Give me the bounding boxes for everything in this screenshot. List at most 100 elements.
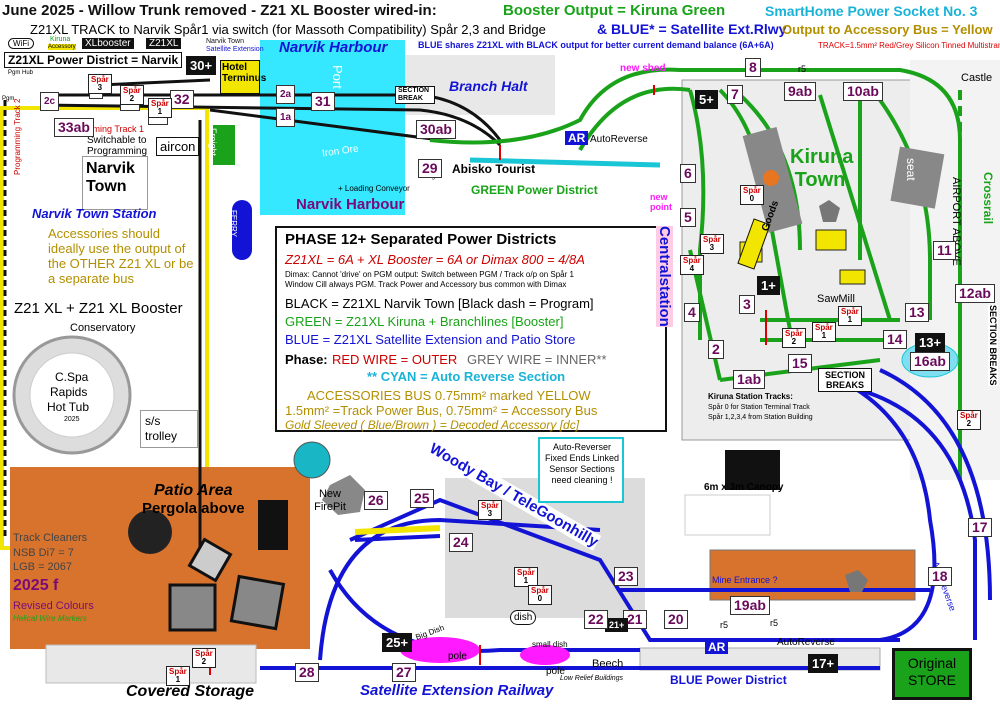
legend-box: PHASE 12+ Separated Power Districts Z21X… <box>275 226 667 432</box>
harbour-water <box>260 40 405 215</box>
section-5[interactable]: 5 <box>680 208 696 227</box>
ss-trolley-label: s/s trolley <box>145 414 178 443</box>
canopy-block <box>725 450 780 490</box>
section-18[interactable]: 18 <box>928 567 952 586</box>
section-32[interactable]: 32 <box>170 90 194 109</box>
section-6[interactable]: 6 <box>680 164 696 183</box>
section-28[interactable]: 28 <box>295 663 319 682</box>
accessory-small-label: Accessory <box>48 44 76 50</box>
airport-strip <box>910 60 1000 480</box>
section-27[interactable]: 27 <box>392 663 416 682</box>
section-17plus[interactable]: 17+ <box>808 654 839 673</box>
section-30plus[interactable]: 30+ <box>186 56 217 75</box>
section-15[interactable]: 15 <box>788 354 812 373</box>
dish-label: dish <box>510 610 537 625</box>
section-29[interactable]: 29 <box>418 159 442 178</box>
section-8[interactable]: 8 <box>745 58 761 77</box>
section-13plus[interactable]: 13+ <box>915 333 946 352</box>
kiruna-yellow-1 <box>815 229 847 251</box>
section-4[interactable]: 4 <box>684 303 700 322</box>
small-dish-label: small dish <box>532 640 568 649</box>
section-22[interactable]: 22 <box>584 610 608 629</box>
section-24[interactable]: 24 <box>449 533 473 552</box>
small-dish-shape <box>520 645 570 665</box>
section-12ab[interactable]: 12ab <box>955 284 995 303</box>
mine-entrance-label: Mine Entrance ? <box>712 575 778 585</box>
section-33ab[interactable]: 33ab <box>54 118 94 137</box>
covered-storage-label: Covered Storage <box>126 683 255 700</box>
section-14[interactable]: 14 <box>883 330 907 349</box>
legend-phase-red: RED WIRE = OUTER <box>332 352 458 367</box>
kiruna-hex <box>819 200 840 222</box>
section-25[interactable]: 25 <box>410 489 434 508</box>
section-9ab[interactable]: 9ab <box>784 82 817 101</box>
r5-label-1: r5 <box>720 620 729 630</box>
pgm-label: Pgm <box>2 96 15 102</box>
section-26[interactable]: 26 <box>364 491 388 510</box>
programming-track-2: Programming Track 2 <box>13 98 22 175</box>
legend-title: PHASE 12+ Separated Power Districts <box>285 231 557 248</box>
section-1ab[interactable]: 1ab <box>733 370 766 389</box>
castle-label: Castle <box>961 72 993 84</box>
narvik-harbour-title: Narvik Harbour <box>279 39 388 56</box>
z21xl-box: Z21XL <box>146 38 182 49</box>
autoreverse-top: AutoReverse <box>590 134 648 145</box>
section-23[interactable]: 23 <box>614 567 638 586</box>
narvik-harbour-label: Narvik Harbour <box>296 196 405 213</box>
hotel-terminus-box <box>220 60 260 94</box>
section-2[interactable]: 2 <box>708 340 724 359</box>
section-13[interactable]: 13 <box>905 303 929 322</box>
section-1plus[interactable]: 1+ <box>757 276 780 295</box>
section-21plus[interactable]: 21+ <box>605 618 629 632</box>
section-5plus[interactable]: 5+ <box>695 90 718 109</box>
section-25plus[interactable]: 25+ <box>382 633 413 652</box>
ferry-shape <box>232 200 252 260</box>
narvik-town-label: Narvik Town <box>86 160 135 195</box>
section-30ab[interactable]: 30ab <box>416 120 456 139</box>
header-blue-shares: BLUE shares Z21XL with BLACK output for … <box>418 40 774 50</box>
legend-green: GREEN = Z21XL Kiruna + Branchlines [Boos… <box>285 314 564 329</box>
beech-label: Beech <box>592 658 624 670</box>
programming-track-1: Programming Track 1 <box>58 124 145 134</box>
section-7[interactable]: 7 <box>727 85 743 104</box>
branch-halt-area <box>405 55 555 115</box>
section-2c[interactable]: 2c <box>40 92 60 111</box>
narvik-town-station: Narvik Town Station <box>32 206 157 221</box>
canopy-label: 6m x 3m Canopy <box>704 482 784 493</box>
section-31[interactable]: 31 <box>311 92 335 111</box>
kiruna-station-tracks: Kiruna Station Tracks: <box>708 392 793 401</box>
header-track-note: TRACK=1.5mm² Red/Grey Silicon Tinned Mul… <box>818 41 1000 50</box>
aircon-box: aircon <box>156 137 200 156</box>
section-11[interactable]: 11 <box>933 241 956 260</box>
section-breaks-vertical: SECTION BREAKS <box>988 305 998 386</box>
blue-district-label: BLUE Power District <box>670 673 787 687</box>
section-2a[interactable]: 2a <box>276 85 296 104</box>
section-10ab[interactable]: 10ab <box>843 82 883 101</box>
spar1234-note: Spår 1,2,3,4 from Station Building <box>708 414 813 421</box>
legend-line3: Window Cill always PGM. Track Power and … <box>285 280 567 289</box>
section-3[interactable]: 3 <box>739 295 755 314</box>
kiruna-town-label: Kiruna Town <box>790 146 854 191</box>
branch-halt-label: Branch Halt <box>449 78 528 94</box>
legend-black: BLACK = Z21XL Narvik Town [Black dash = … <box>285 296 594 311</box>
section-19ab[interactable]: 19ab <box>730 596 770 615</box>
power-district-narvik: Z21XL Power District = Narvik <box>4 52 183 68</box>
section-1a[interactable]: 1a <box>276 108 296 127</box>
legend-gold: Gold Sleeved ( Blue/Brown ) = Decoded Ac… <box>285 418 580 432</box>
centralstation-label: Centralstation <box>656 226 673 327</box>
section-16ab[interactable]: 16ab <box>910 352 950 371</box>
pole-label-2: pole <box>546 666 565 677</box>
section-17[interactable]: 17 <box>968 518 992 537</box>
narvik-town-building <box>82 156 148 210</box>
r5-label-2: r5 <box>770 618 779 628</box>
header-smarthome: SmartHome Power Socket No. 3 <box>765 3 978 19</box>
original-store-box[interactable] <box>892 648 972 700</box>
section-20[interactable]: 20 <box>664 610 688 629</box>
